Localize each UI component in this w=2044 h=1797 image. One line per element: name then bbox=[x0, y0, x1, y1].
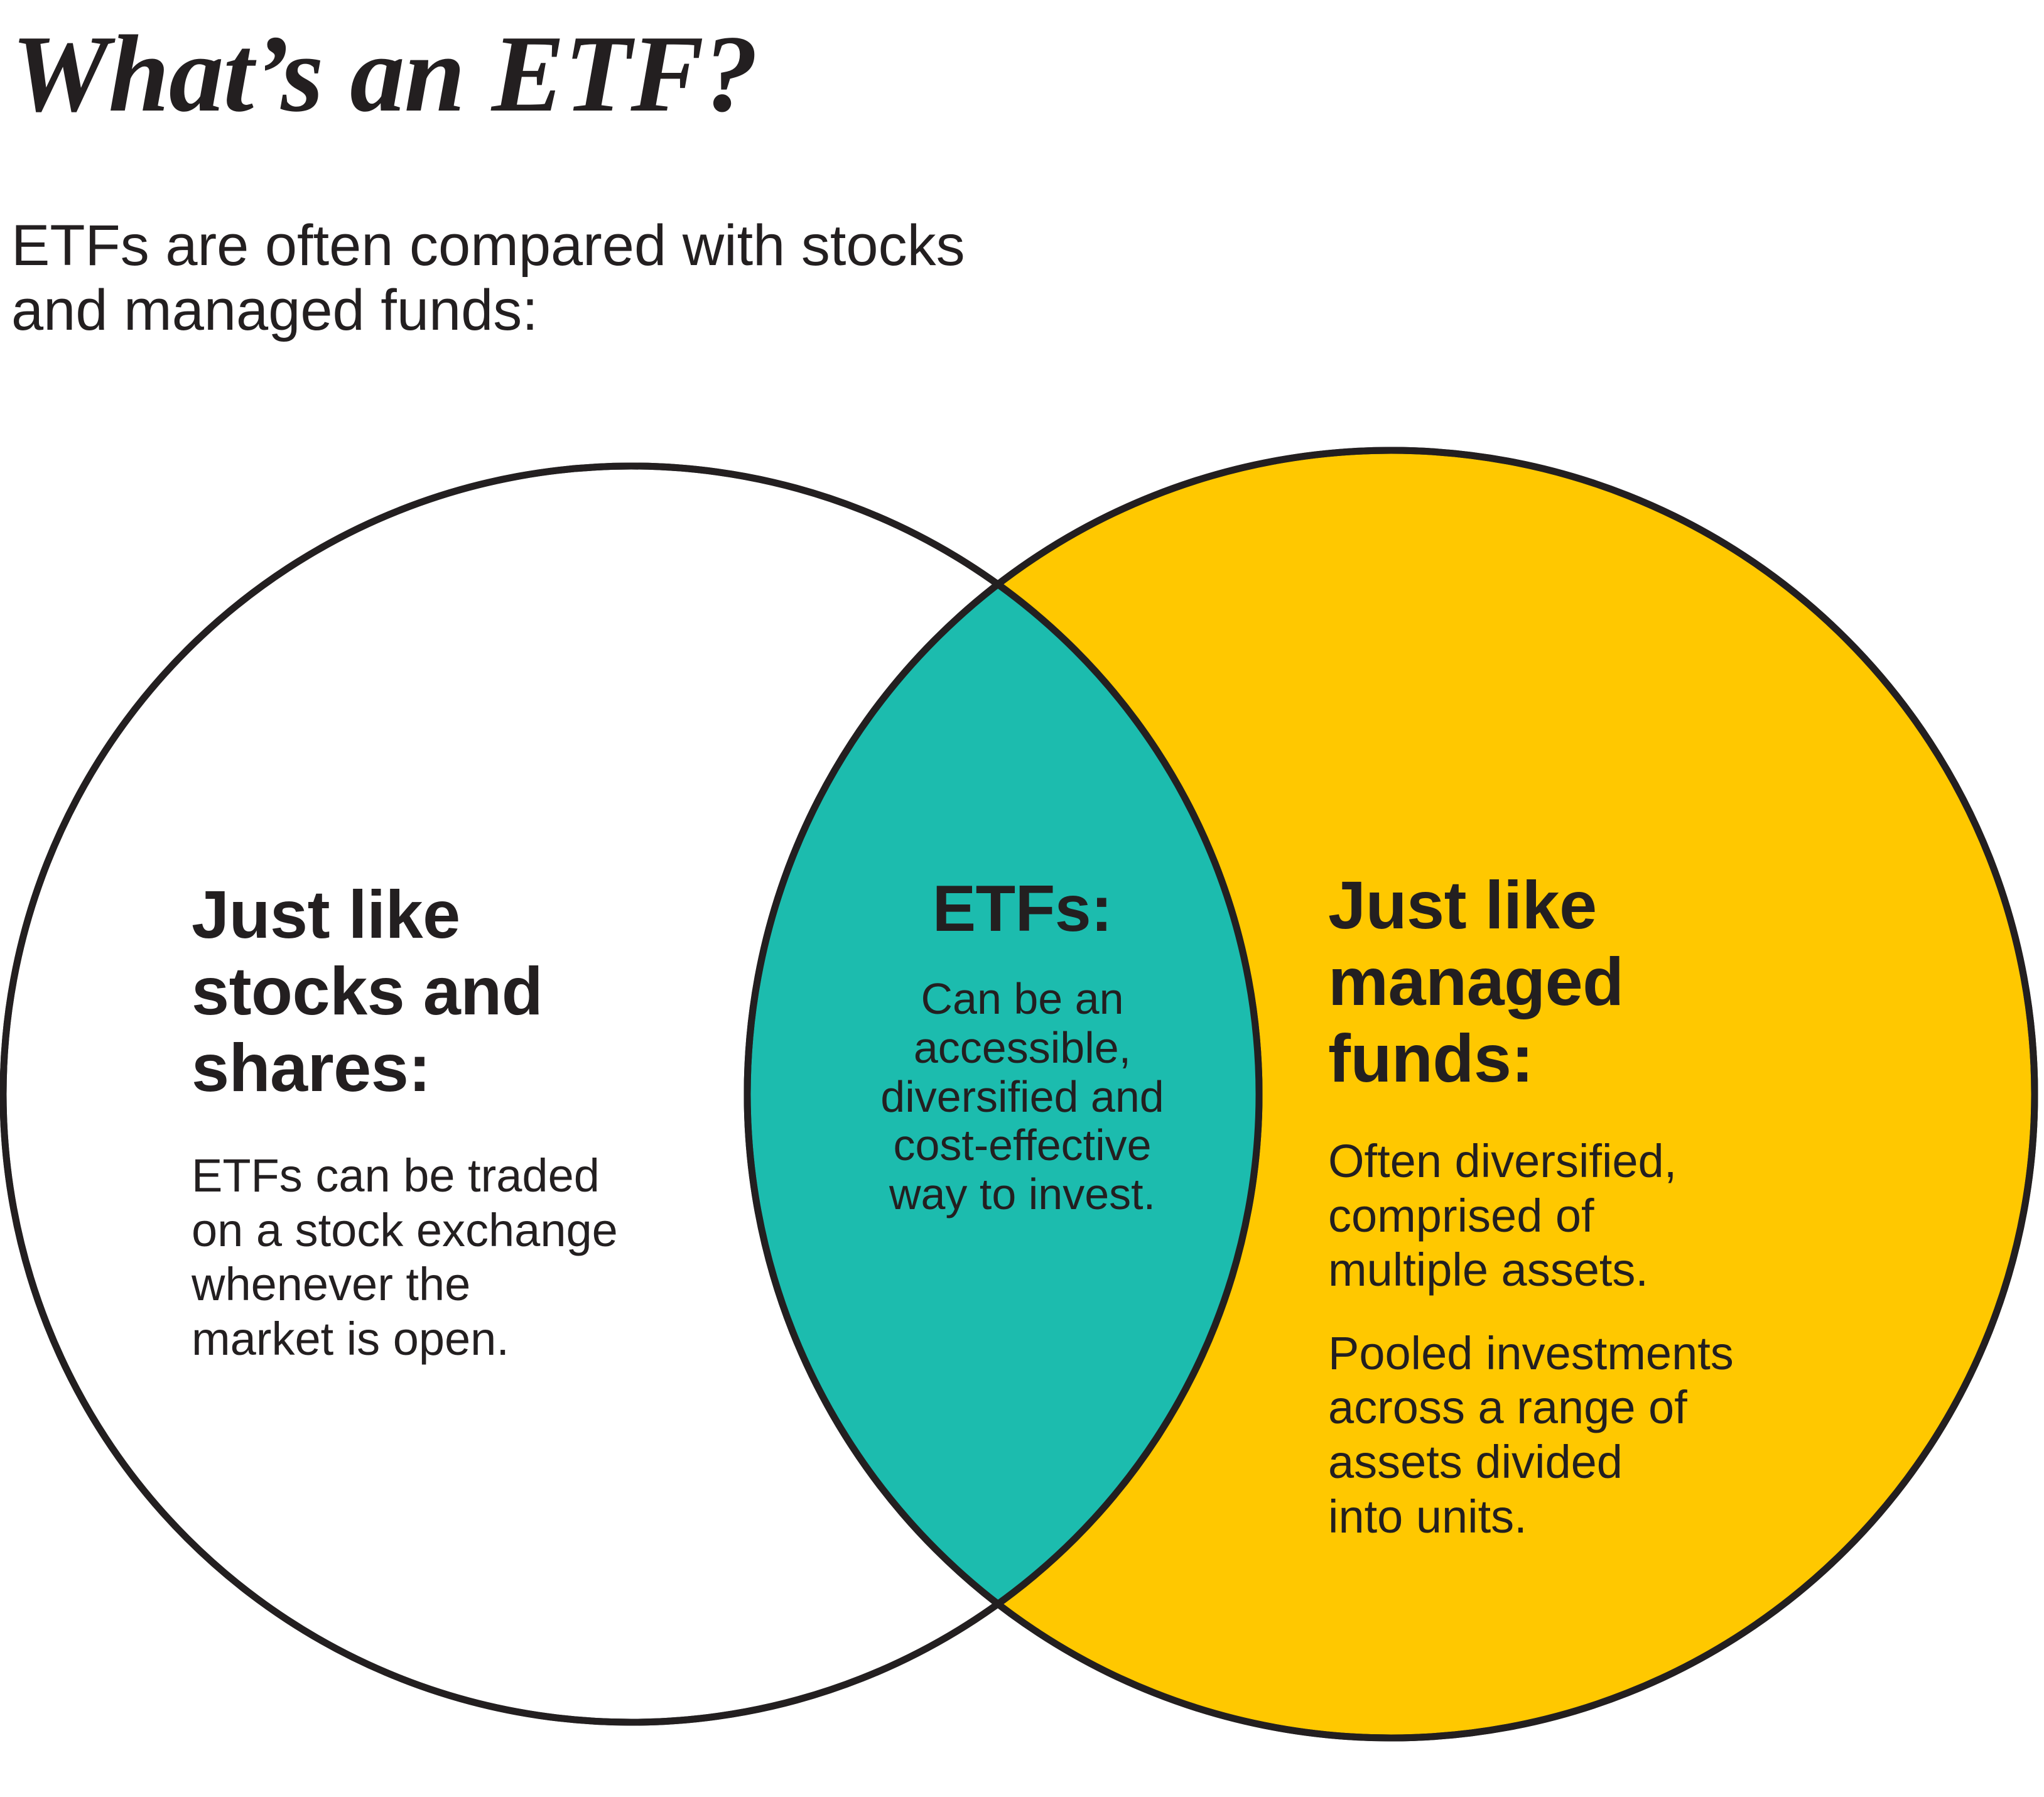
venn-right-heading: Just like managed funds: bbox=[1328, 867, 1624, 1097]
venn-left-body: ETFs can be traded on a stock exchange w… bbox=[192, 1149, 618, 1365]
venn-right-text-block: Just like managed funds: Often diversifi… bbox=[1328, 867, 1862, 1544]
page-title: What’s an ETF? bbox=[11, 13, 759, 134]
venn-right-body-first: Often diversified, comprised of multiple… bbox=[1328, 1135, 1677, 1296]
venn-circle-managed-funds-outline bbox=[744, 447, 2038, 1742]
venn-circle-stocks-outline bbox=[0, 462, 1263, 1726]
venn-center-text-block: ETFs: Can be an accessible, diversified … bbox=[835, 873, 1209, 1219]
venn-left-heading: Just like stocks and shares: bbox=[192, 876, 543, 1106]
venn-center-body: Can be an accessible, diversified and co… bbox=[880, 974, 1164, 1219]
page-subtitle: ETFs are often compared with stocks and … bbox=[11, 214, 965, 343]
venn-center-heading: ETFs: bbox=[932, 872, 1113, 945]
venn-left-text-block: Just like stocks and shares: ETFs can be… bbox=[192, 876, 706, 1366]
venn-right-body-second: Pooled investments across a range of ass… bbox=[1328, 1327, 1734, 1543]
